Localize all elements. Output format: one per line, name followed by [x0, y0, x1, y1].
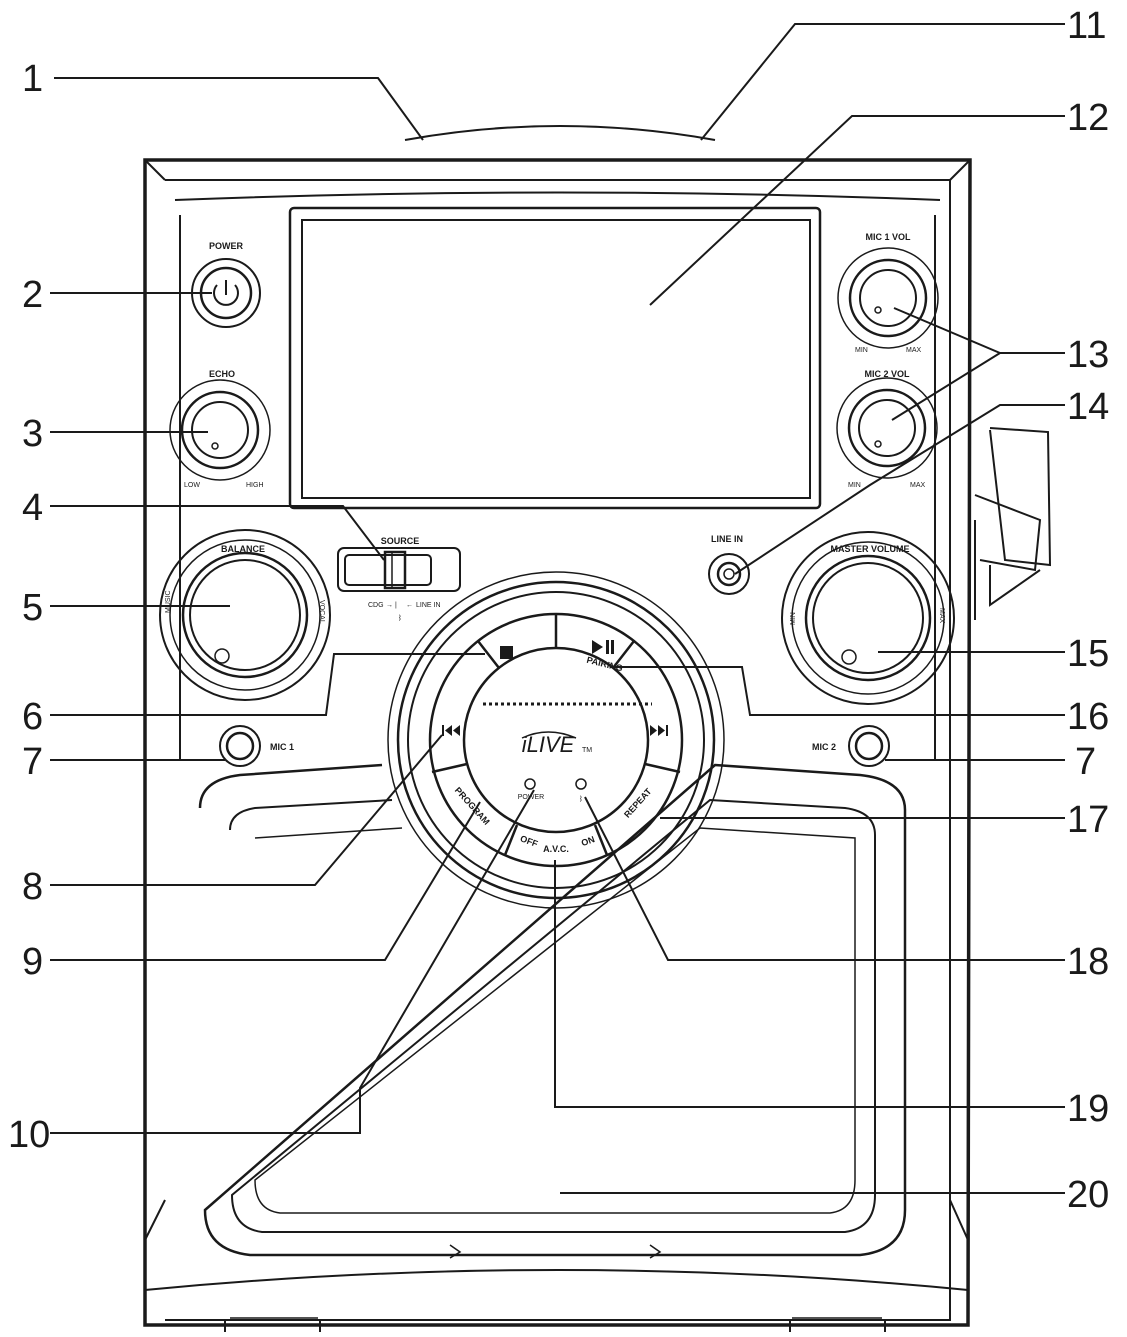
echo-high-label: HIGH — [246, 482, 264, 489]
repeat-button[interactable]: REPEAT — [622, 786, 654, 820]
play-pause-pairing-button[interactable] — [592, 640, 614, 654]
mic2-vol-knob[interactable] — [836, 377, 938, 479]
front-tray — [198, 763, 907, 1259]
echo-knob[interactable] — [169, 379, 271, 481]
callout-17: 17 — [1067, 799, 1109, 841]
source-arrow-right: → | — [386, 602, 397, 609]
mic1-jack[interactable] — [219, 725, 261, 767]
echo-low-label: LOW — [184, 482, 200, 489]
callout-3: 3 — [22, 413, 43, 455]
source-label: SOURCE — [381, 536, 420, 546]
bluetooth-icon: ᛒ — [398, 614, 402, 622]
callout-8: 8 — [22, 866, 43, 908]
source-switch[interactable] — [337, 547, 461, 592]
mic2-max-label: MAX — [910, 482, 926, 489]
ilive-logo: iLIVE — [521, 731, 577, 757]
callout-9: 9 — [22, 941, 43, 983]
side-mic-holder — [974, 427, 1052, 620]
master-min-label: MIN — [790, 612, 797, 625]
callout-13: 13 — [1067, 334, 1109, 376]
callout-5: 5 — [22, 587, 43, 629]
previous-button[interactable] — [442, 725, 460, 736]
pairing-label: PAIRING — [586, 655, 624, 674]
mic2-jack[interactable] — [848, 725, 890, 767]
balance-vocal-label: VOCAL — [318, 600, 325, 624]
stop-icon — [500, 646, 513, 659]
power-led — [524, 778, 536, 790]
callout-19: 19 — [1067, 1088, 1109, 1130]
avc-off-label: OFF — [519, 833, 540, 849]
callout-1: 1 — [22, 58, 43, 100]
callout-11: 11 — [1067, 5, 1106, 47]
callout-2: 2 — [22, 274, 43, 316]
bluetooth-led — [575, 778, 587, 790]
callout-12: 12 — [1067, 97, 1109, 139]
mic1-vol-knob[interactable] — [837, 247, 939, 349]
balance-knob[interactable] — [159, 529, 331, 701]
balance-music-label: MUSIC — [165, 590, 172, 613]
leader-lines — [50, 23, 1065, 1194]
line-in-label: LINE IN — [711, 534, 743, 544]
master-max-label: MAX — [938, 608, 945, 624]
balance-label: BALANCE — [221, 544, 265, 554]
callout-4: 4 — [22, 487, 43, 529]
callout-18: 18 — [1067, 941, 1109, 983]
mic2-label: MIC 2 — [812, 742, 836, 752]
power-led-label: POWER — [518, 794, 544, 801]
play-icon — [592, 640, 603, 654]
previous-icon — [442, 725, 460, 736]
master-volume-knob[interactable] — [781, 531, 955, 705]
echo-label: ECHO — [209, 369, 235, 379]
svg-text:iLIVE: iLIVE — [522, 732, 575, 757]
disc-lid — [404, 125, 716, 141]
master-volume-label: MASTER VOLUME — [830, 544, 909, 554]
avc-switch[interactable]: A.V.C. OFF ON — [519, 833, 596, 854]
callout-6: 6 — [22, 696, 43, 738]
mic1-min-label: MIN — [855, 347, 868, 354]
callout-7-left: 7 — [22, 741, 43, 783]
trademark-label: TM — [582, 747, 592, 754]
repeat-label: REPEAT — [622, 786, 654, 820]
cabinet — [143, 158, 972, 1332]
mic1-max-label: MAX — [906, 347, 922, 354]
next-icon — [650, 725, 668, 736]
mic1-vol-label: MIC 1 VOL — [865, 232, 911, 242]
bluetooth-led-icon: ᛒ — [579, 795, 583, 803]
mic1-label: MIC 1 — [270, 742, 294, 752]
next-button[interactable] — [650, 725, 668, 736]
display-screen — [288, 206, 822, 510]
callout-10: 10 — [8, 1114, 50, 1156]
power-label: POWER — [209, 241, 244, 251]
avc-label: A.V.C. — [543, 844, 569, 854]
ring-dividers — [431, 614, 681, 856]
mic2-min-label: MIN — [848, 482, 861, 489]
source-line-in-label: LINE IN — [416, 602, 441, 609]
pause-icon — [606, 640, 609, 654]
source-cdg-label: CDG — [368, 602, 384, 609]
callout-7-right: 7 — [1075, 741, 1096, 783]
callout-numbers: 1 2 3 4 5 6 7 8 9 10 11 12 13 14 15 16 7… — [8, 5, 1109, 1216]
callout-20: 20 — [1067, 1174, 1109, 1216]
stop-button[interactable] — [500, 646, 513, 659]
source-arrow-left: ← — [406, 602, 413, 609]
callout-15: 15 — [1067, 633, 1109, 675]
mic2-vol-label: MIC 2 VOL — [864, 369, 910, 379]
callout-16: 16 — [1067, 696, 1109, 738]
avc-on-label: ON — [580, 834, 596, 848]
line-in-jack[interactable] — [708, 553, 750, 595]
callout-14: 14 — [1067, 386, 1109, 428]
